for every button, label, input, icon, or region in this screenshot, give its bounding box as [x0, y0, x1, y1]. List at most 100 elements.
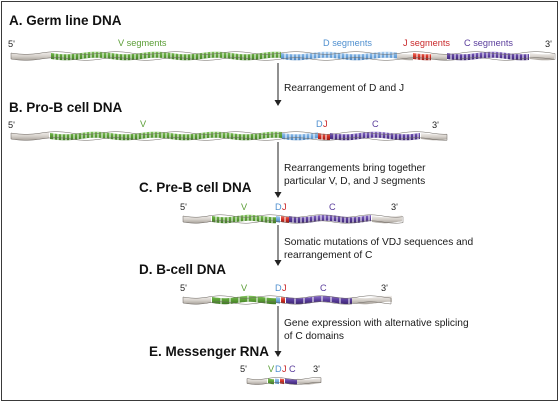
v-label: V: [140, 119, 147, 129]
segment-divider: [251, 214, 253, 221]
segment-divider: [218, 51, 220, 58]
segment-divider: [352, 217, 354, 224]
segment-divider: [340, 53, 342, 59]
segment-divider: [202, 52, 204, 59]
three-prime-label: 3': [432, 120, 439, 130]
three-prime-label: 3': [381, 283, 388, 293]
c-segments-label: C segments: [464, 38, 513, 48]
segment-divider: [340, 216, 342, 223]
segment-divider: [296, 54, 298, 61]
segment-divider: [109, 133, 111, 139]
segment-divider: [313, 132, 315, 139]
segment-divider: [301, 134, 303, 141]
j-segment: [413, 53, 431, 61]
segment-divider: [339, 297, 341, 304]
segment-divider: [373, 131, 375, 138]
segment-divider: [239, 215, 241, 222]
segment-divider: [74, 53, 76, 60]
segment-divider: [324, 51, 326, 58]
segment-divider: [269, 131, 271, 138]
segment-divider: [94, 51, 96, 58]
d-label: D: [275, 202, 282, 212]
segment-divider: [389, 133, 391, 139]
noncoding-segment: [183, 215, 211, 224]
segment-divider: [416, 53, 418, 60]
segment-divider: [125, 134, 127, 141]
segment-divider: [405, 134, 407, 141]
segment-divider: [510, 53, 512, 60]
three-prime-label: 3': [313, 364, 320, 374]
segment-divider: [170, 53, 172, 59]
j-segment: [280, 378, 284, 385]
section-title-germline: A. Germ line DNA: [9, 13, 122, 28]
segment-divider: [237, 134, 239, 140]
segment-divider: [344, 216, 346, 223]
segment-divider: [278, 51, 280, 58]
segment-divider: [273, 131, 275, 138]
segment-divider: [249, 134, 251, 141]
segment-divider: [316, 52, 318, 59]
segment-divider: [256, 296, 258, 303]
step-3-line-1: Somatic mutations of VDJ sequences and: [284, 237, 473, 248]
segment-divider: [304, 217, 306, 224]
segment-divider: [321, 295, 323, 302]
five-prime-label: 5': [8, 39, 15, 49]
segment-divider: [450, 53, 452, 60]
segment-divider: [385, 132, 387, 139]
segment-divider: [368, 215, 370, 222]
segment-divider: [185, 134, 187, 141]
segment-divider: [376, 52, 378, 59]
strand-outline: [10, 131, 448, 141]
segment-divider: [336, 52, 338, 59]
segment-divider: [328, 214, 330, 221]
segment-divider: [324, 214, 326, 221]
j-label: J: [282, 283, 287, 293]
three-prime-label: 3': [545, 39, 552, 49]
segment-divider: [213, 131, 215, 138]
segment-divider: [341, 134, 343, 141]
segment-divider: [246, 54, 248, 61]
segment-divider: [466, 54, 468, 61]
segment-divider: [312, 52, 314, 59]
segment-divider: [58, 54, 60, 60]
segment-divider: [54, 53, 56, 60]
segment-divider: [162, 52, 164, 58]
segment-divider: [308, 216, 310, 223]
segment-divider: [214, 51, 216, 58]
v-label: V: [241, 202, 248, 212]
segment-divider: [486, 51, 488, 58]
segment-divider: [277, 131, 279, 138]
strand-b-cell: 5' 3' V D J C: [180, 283, 392, 305]
arrowhead-1: [274, 100, 282, 106]
segment-divider: [470, 53, 472, 60]
segment-divider: [238, 54, 240, 60]
segment-divider: [514, 54, 516, 60]
segment-divider: [360, 54, 362, 61]
segment-divider: [169, 133, 171, 139]
segment-divider: [253, 133, 255, 140]
segment-divider: [296, 217, 298, 223]
segment-divider: [502, 52, 504, 59]
step-4-line-2: of C domains: [284, 331, 344, 342]
segment-divider: [393, 133, 395, 140]
segment-divider: [348, 54, 350, 60]
c-segment: [286, 295, 352, 305]
segment-divider: [526, 54, 528, 61]
segment-divider: [225, 132, 227, 139]
segment-divider: [349, 134, 351, 141]
segment-divider: [409, 134, 411, 141]
segment-divider: [182, 54, 184, 61]
segment-divider: [332, 52, 334, 58]
noncoding-segment: [431, 53, 447, 61]
segment-divider: [186, 54, 188, 61]
j-segment: [281, 297, 285, 304]
step-4-line-1: Gene expression with alternative splicin…: [284, 318, 469, 329]
segment-divider: [122, 54, 124, 61]
segment-divider: [522, 54, 524, 61]
segment-divider: [345, 134, 347, 141]
segment-divider: [89, 131, 91, 138]
noncoding-segment: [183, 296, 211, 305]
segment-divider: [364, 215, 366, 222]
segment-divider: [284, 216, 286, 223]
